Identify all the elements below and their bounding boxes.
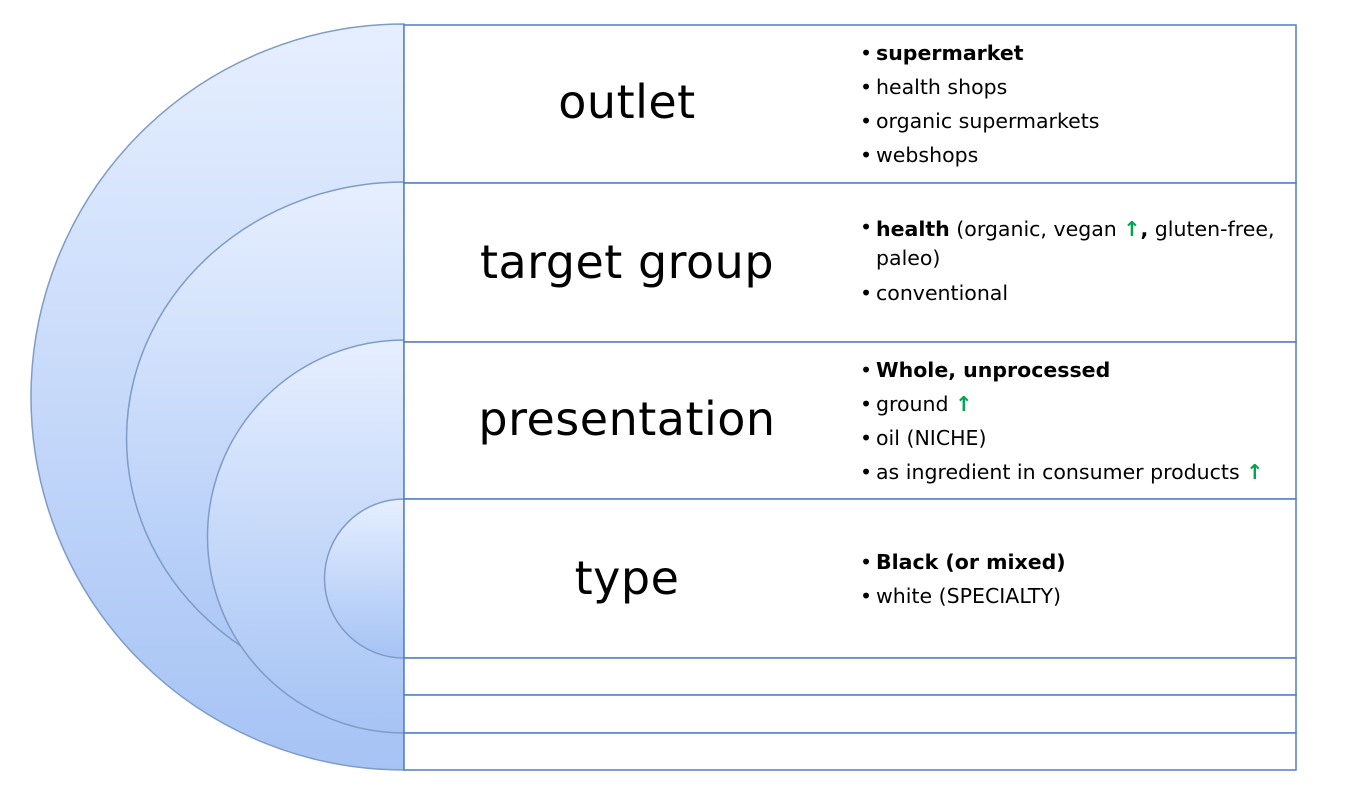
band-presentation-tail	[403, 657, 1297, 696]
row-title-type: type	[574, 551, 680, 605]
row-title-outlet: outlet	[558, 75, 696, 129]
list-item: Black (or mixed)	[858, 545, 1294, 579]
up-arrow-icon: ↑	[955, 392, 973, 416]
list-item: webshops	[858, 138, 1294, 172]
row-list-type: Black (or mixed) white (SPECIALTY)	[858, 545, 1294, 613]
list-item: health shops	[858, 70, 1294, 104]
list-item: ground ↑	[858, 387, 1294, 421]
arc-type	[323, 498, 405, 659]
row-title-presentation: presentation	[478, 392, 776, 446]
list-item: supermarket	[858, 36, 1294, 70]
list-item: Whole, unprocessed	[858, 353, 1294, 387]
row-list-presentation: Whole, unprocessed ground ↑ oil (NICHE) …	[858, 353, 1294, 489]
list-item: health (organic, vegan ↑, gluten-free, p…	[858, 213, 1294, 276]
row-title-target-group: target group	[479, 235, 775, 289]
row-list-target-group: health (organic, vegan ↑, gluten-free, p…	[858, 213, 1294, 310]
list-item: organic supermarkets	[858, 104, 1294, 138]
list-item: conventional	[858, 276, 1294, 310]
band-target-group-tail	[403, 694, 1297, 734]
up-arrow-icon: ↑	[1123, 217, 1141, 241]
row-list-outlet: supermarket health shops organic superma…	[858, 36, 1294, 172]
band-outlet-tail	[403, 732, 1297, 771]
list-item: as ingredient in consumer products ↑	[858, 455, 1294, 489]
list-item: white (SPECIALTY)	[858, 579, 1294, 613]
up-arrow-icon: ↑	[1246, 460, 1264, 484]
list-item: oil (NICHE)	[858, 421, 1294, 455]
